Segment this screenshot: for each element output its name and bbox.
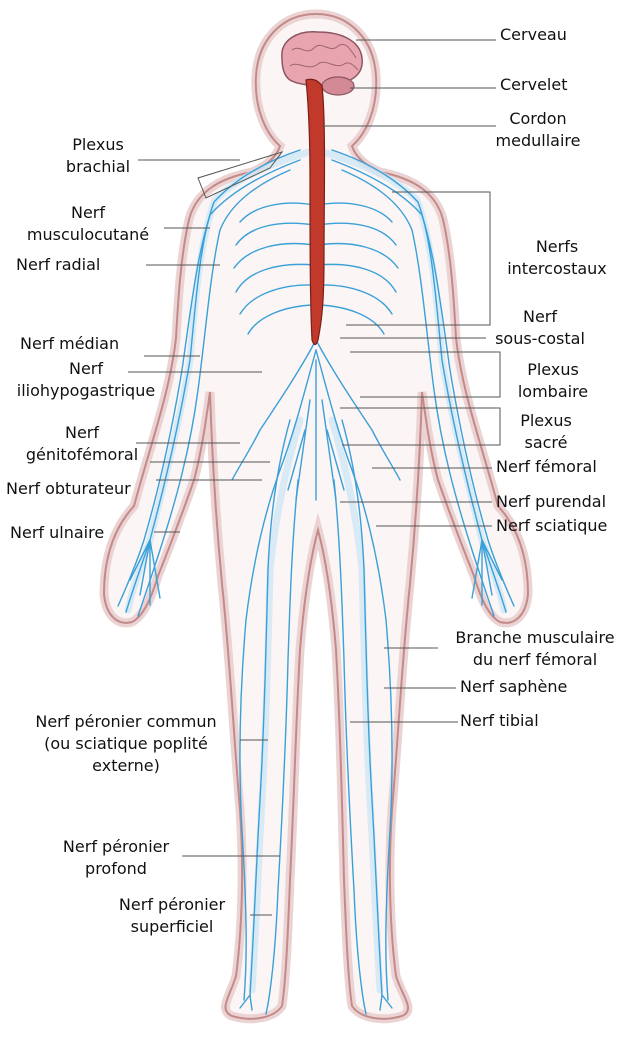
label-line: génitofémoral (26, 445, 138, 464)
label-line: Nerf (65, 423, 99, 442)
label-line: medullaire (496, 131, 581, 150)
label-line: Nerf (69, 359, 103, 378)
label-nerf-genitofemoral: Nerf génitofémoral (26, 423, 138, 464)
label-nerf-femoral: Nerf fémoral (496, 457, 597, 476)
label-line: Nerf (71, 203, 105, 222)
label-line: Nerf ulnaire (10, 523, 104, 542)
label-nerf-sous-costal: Nerf sous-costal (495, 307, 585, 348)
label-nerf-sciatique: Nerf sciatique (496, 516, 607, 535)
label-line: Cervelet (500, 75, 567, 94)
label-line: Cerveau (500, 25, 567, 44)
label-line: Nerf purendal (496, 492, 606, 511)
label-plexus-lombaire: Plexus lombaire (518, 360, 588, 401)
label-line: sacré (524, 433, 567, 452)
label-line: Nerf péronier commun (35, 712, 216, 731)
cerebellum (321, 76, 355, 96)
label-line: externe) (92, 756, 160, 775)
brain-group (281, 31, 363, 96)
label-line: Nerf radial (16, 255, 100, 274)
label-cerveau: Cerveau (500, 25, 567, 44)
body-outline (102, 12, 530, 1020)
label-nerf-peronier-commun: Nerf péronier commun (ou sciatique poplit… (35, 712, 216, 775)
label-line: lombaire (518, 382, 588, 401)
label-nerf-saphene: Nerf saphène (460, 677, 567, 696)
label-nerf-tibial: Nerf tibial (460, 711, 539, 730)
label-line: Plexus (520, 411, 572, 430)
label-line: brachial (66, 157, 130, 176)
label-nerf-peronier-superficiel: Nerf péronier superficiel (119, 895, 226, 936)
label-nerf-musculocutane: Nerf musculocutané (27, 203, 149, 244)
label-nerf-obturateur: Nerf obturateur (6, 479, 131, 498)
label-line: Branche musculaire (455, 628, 614, 647)
label-plexus-brachial: Plexus brachial (66, 135, 130, 176)
label-line: Plexus (527, 360, 579, 379)
label-line: sous-costal (495, 329, 585, 348)
label-branche-musculaire: Branche musculaire du nerf fémoral (455, 628, 614, 669)
label-line: intercostaux (507, 259, 607, 278)
label-cervelet: Cervelet (500, 75, 567, 94)
label-cordon-medullaire: Cordon medullaire (496, 109, 581, 150)
label-line: Nerf sciatique (496, 516, 607, 535)
label-nerf-purendal: Nerf purendal (496, 492, 606, 511)
label-line: du nerf fémoral (473, 650, 597, 669)
label-line: Nerf péronier (119, 895, 226, 914)
label-line: superficiel (131, 917, 214, 936)
label-line: profond (85, 859, 147, 878)
label-line: Nerf médian (20, 334, 119, 353)
label-nerf-iliohypogastrique: Nerf iliohypogastrique (17, 359, 155, 400)
label-line: Nerf saphène (460, 677, 567, 696)
label-line: Plexus (72, 135, 124, 154)
label-nerf-peronier-profond: Nerf péronier profond (63, 837, 170, 878)
label-line: Nerf fémoral (496, 457, 597, 476)
brain (281, 31, 363, 86)
label-plexus-sacre: Plexus sacré (520, 411, 572, 452)
nerve-network (117, 146, 515, 1015)
label-nerf-radial: Nerf radial (16, 255, 100, 274)
label-line: Cordon (509, 109, 566, 128)
label-nerf-ulnaire: Nerf ulnaire (10, 523, 104, 542)
label-line: Nerf tibial (460, 711, 539, 730)
label-nerfs-intercostaux: Nerfs intercostaux (507, 237, 607, 278)
label-line: (ou sciatique poplité (44, 734, 208, 753)
label-nerf-median: Nerf médian (20, 334, 119, 353)
label-line: Nerf obturateur (6, 479, 131, 498)
leader-lines (128, 39, 501, 916)
spinal-cord (305, 78, 326, 346)
label-line: Nerfs (536, 237, 578, 256)
label-line: Nerf péronier (63, 837, 170, 856)
labels: Cerveau Cervelet Cordon medullaire Plexus… (6, 25, 615, 936)
nerve-main (117, 149, 515, 1015)
brain-folds (289, 44, 359, 71)
label-line: iliohypogastrique (17, 381, 155, 400)
label-line: Nerf (523, 307, 557, 326)
label-line: musculocutané (27, 225, 149, 244)
